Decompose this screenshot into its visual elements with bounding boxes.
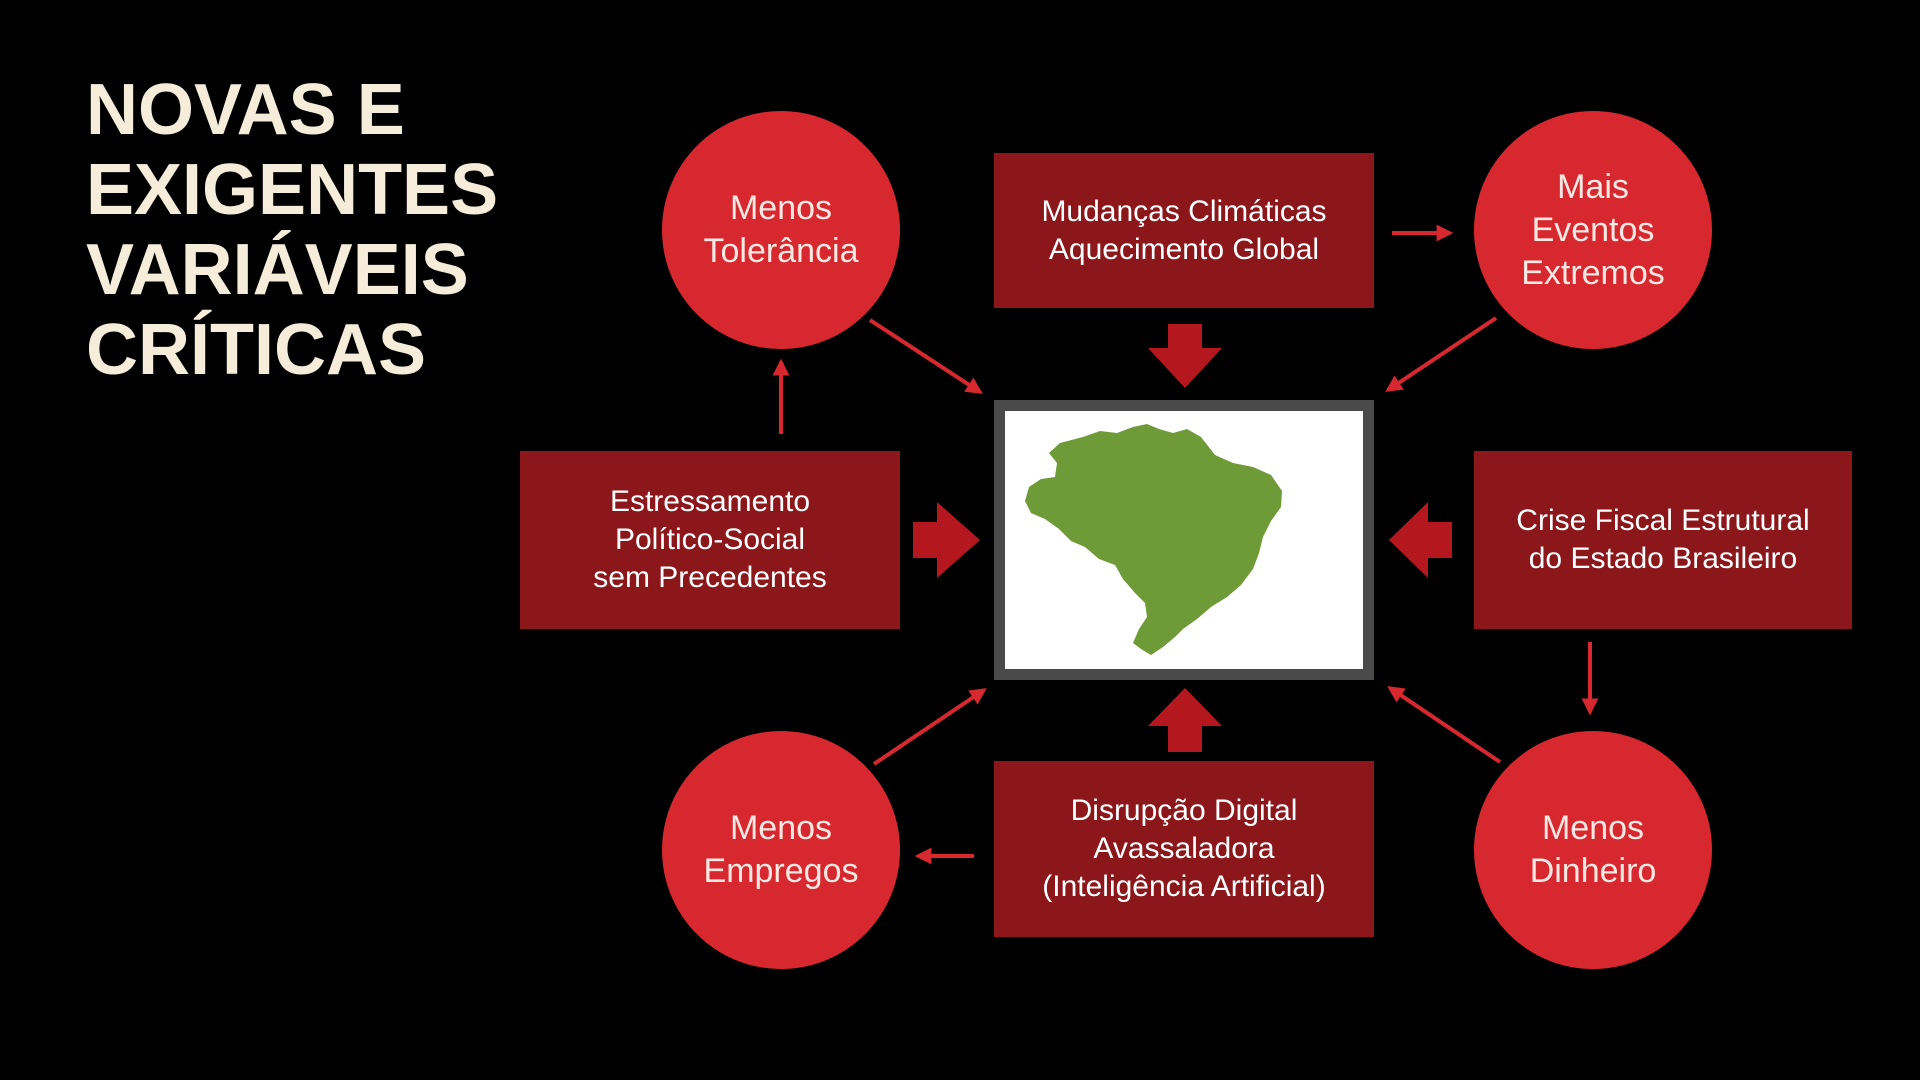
block-arrow-left-right <box>913 502 980 578</box>
circle-tolerancia-line-2: Tolerância <box>703 232 859 270</box>
circle-empregos-line-1: Menos <box>729 809 833 847</box>
node-crise-fiscal-line-1: Crise Fiscal Estrutural <box>1516 504 1810 537</box>
node-estressamento-line-3: sem Precedentes <box>593 561 827 594</box>
arrow-tolerancia-to-map <box>868 318 983 394</box>
arrow-empregos-to-map <box>872 688 987 766</box>
block-arrow-top-down <box>1148 324 1222 388</box>
circle-tolerancia-line-1: Menos <box>729 189 833 227</box>
block-arrow-bottom-up <box>1148 688 1222 752</box>
circle-eventos-line-1: Mais <box>1557 167 1629 206</box>
circle-mais-eventos-extremos: Mais Eventos Extremos <box>1474 111 1712 349</box>
title-line-2: EXIGENTES <box>86 150 499 230</box>
node-mudancas-climaticas-line-1: Mudanças Climáticas <box>1041 194 1327 228</box>
circle-eventos-line-3: Extremos <box>1521 253 1665 292</box>
block-arrow-right-left <box>1389 502 1452 578</box>
node-disrupcao-line-2: Avassaladora <box>1093 832 1275 865</box>
brazil-map-frame <box>994 400 1374 680</box>
arrow-eventos-to-map <box>1385 316 1498 392</box>
node-estressamento-line-2: Político-Social <box>614 523 806 556</box>
node-crise-fiscal: Crise Fiscal Estrutural do Estado Brasil… <box>1474 451 1852 629</box>
circle-menos-dinheiro: Menos Dinheiro <box>1474 731 1712 969</box>
title-line-3: VARIÁVEIS <box>86 230 469 310</box>
title-line-4: CRÍTICAS <box>86 310 426 390</box>
circle-dinheiro-line-1: Menos <box>1541 809 1645 847</box>
node-disrupcao-digital: Disrupção Digital Avassaladora (Inteligê… <box>994 761 1374 937</box>
brazil-map-icon <box>1025 424 1282 655</box>
arrow-dinheiro-to-map <box>1387 686 1502 764</box>
circle-menos-empregos: Menos Empregos <box>662 731 900 969</box>
node-disrupcao-line-3: (Inteligência Artificial) <box>1042 870 1326 903</box>
circle-menos-tolerancia: Menos Tolerância <box>662 111 900 349</box>
node-crise-fiscal-line-2: do Estado Brasileiro <box>1528 542 1798 575</box>
node-estressamento-politico-social: Estressamento Político-Social sem Preced… <box>520 451 900 629</box>
circle-eventos-line-2: Eventos <box>1531 210 1655 249</box>
node-mudancas-climaticas-line-2: Aquecimento Global <box>1048 232 1320 266</box>
title-line-1: NOVAS E <box>86 70 405 150</box>
node-estressamento-line-1: Estressamento <box>609 485 811 518</box>
circle-empregos-line-2: Empregos <box>703 852 859 890</box>
circle-dinheiro-line-2: Dinheiro <box>1529 852 1657 890</box>
node-disrupcao-line-1: Disrupção Digital <box>1070 794 1298 827</box>
slide-title: NOVAS E EXIGENTES VARIÁVEIS CRÍTICAS <box>86 70 606 390</box>
node-mudancas-climaticas: Mudanças Climáticas Aquecimento Global <box>994 153 1374 308</box>
